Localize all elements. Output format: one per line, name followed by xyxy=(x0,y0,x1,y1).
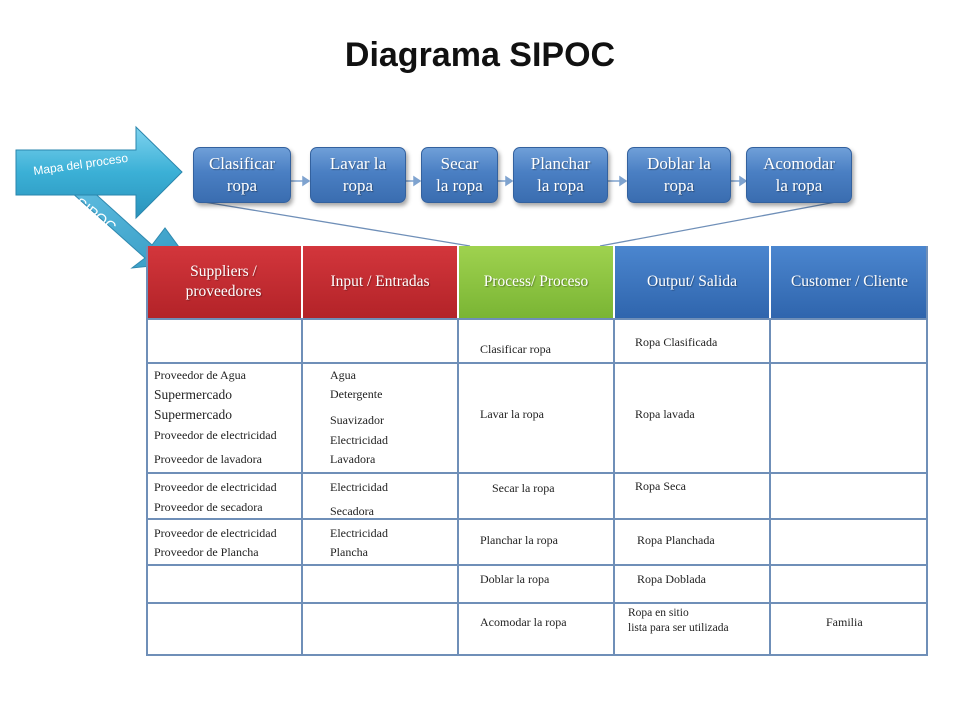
grid-line xyxy=(146,602,928,604)
grid-line xyxy=(457,318,459,656)
input-cell: Suavizador xyxy=(330,413,384,427)
process-cell: Planchar la ropa xyxy=(480,533,558,547)
process-step-secar[interactable]: Secar la ropa xyxy=(421,147,498,203)
process-cell: Clasificar ropa xyxy=(480,342,551,356)
grid-line xyxy=(146,654,928,656)
supplier-cell: Proveedor de secadora xyxy=(154,500,263,514)
process-cell: Secar la ropa xyxy=(492,481,555,495)
funnel-lines xyxy=(203,201,837,247)
column-header-output: Output/ Salida xyxy=(615,246,771,318)
process-map-arrow: Mapa del proceso xyxy=(15,125,183,220)
grid-line xyxy=(146,246,148,656)
grid-line xyxy=(613,318,615,656)
output-cell: Ropa Doblada xyxy=(637,572,706,586)
input-cell: Secadora xyxy=(330,504,374,518)
supplier-cell: Proveedor de electricidad xyxy=(154,480,277,494)
process-cell: Doblar la ropa xyxy=(480,572,550,586)
process-cell: Acomodar la ropa xyxy=(480,615,567,629)
output-cell: Ropa Clasificada xyxy=(635,335,718,349)
grid-line xyxy=(146,362,928,364)
step-connectors xyxy=(291,175,748,187)
supplier-cell: Supermercado xyxy=(154,387,232,402)
process-step-acomodar[interactable]: Acomodar la ropa xyxy=(746,147,852,203)
output-cell: Ropa lavada xyxy=(635,407,695,421)
process-step-planchar[interactable]: Planchar la ropa xyxy=(513,147,608,203)
grid-line xyxy=(146,318,928,320)
input-cell: Electricidad xyxy=(330,526,388,540)
supplier-cell: Proveedor de Plancha xyxy=(154,545,259,559)
input-cell: Agua xyxy=(330,368,356,382)
input-cell: Electricidad xyxy=(330,433,388,447)
process-step-doblar[interactable]: Doblar la ropa xyxy=(627,147,731,203)
grid-line xyxy=(301,318,303,656)
input-cell: Plancha xyxy=(330,545,368,559)
grid-line xyxy=(926,246,928,656)
column-header-customer: Customer / Cliente xyxy=(771,246,928,318)
sipoc-table: Suppliers / proveedores Input / Entradas… xyxy=(146,246,928,656)
column-header-input: Input / Entradas xyxy=(303,246,459,318)
supplier-cell: Proveedor de Agua xyxy=(154,368,246,382)
input-cell: Lavadora xyxy=(330,452,376,466)
process-step-clasificar[interactable]: Clasificar ropa xyxy=(193,147,291,203)
grid-line xyxy=(146,518,928,520)
column-header-suppliers: Suppliers / proveedores xyxy=(146,246,303,318)
input-cell: Electricidad xyxy=(330,480,388,494)
supplier-cell: Proveedor de electricidad xyxy=(154,428,277,442)
grid-line xyxy=(769,318,771,656)
process-step-lavar[interactable]: Lavar la ropa xyxy=(310,147,406,203)
output-cell: Ropa Planchada xyxy=(637,533,715,547)
output-cell: Ropa Seca xyxy=(635,479,686,493)
customer-cell: Familia xyxy=(826,615,863,629)
process-cell: Lavar la ropa xyxy=(480,407,544,421)
supplier-cell: Proveedor de electricidad xyxy=(154,526,277,540)
column-header-process: Process/ Proceso xyxy=(459,246,615,318)
page-title: Diagrama SIPOC xyxy=(344,36,616,74)
supplier-cell: Proveedor de lavadora xyxy=(154,452,262,466)
input-cell: Detergente xyxy=(330,387,383,401)
grid-line xyxy=(146,564,928,566)
output-cell: Ropa en sitio lista para ser utilizada xyxy=(628,607,729,634)
grid-line xyxy=(146,472,928,474)
supplier-cell: Supermercado xyxy=(154,407,232,422)
